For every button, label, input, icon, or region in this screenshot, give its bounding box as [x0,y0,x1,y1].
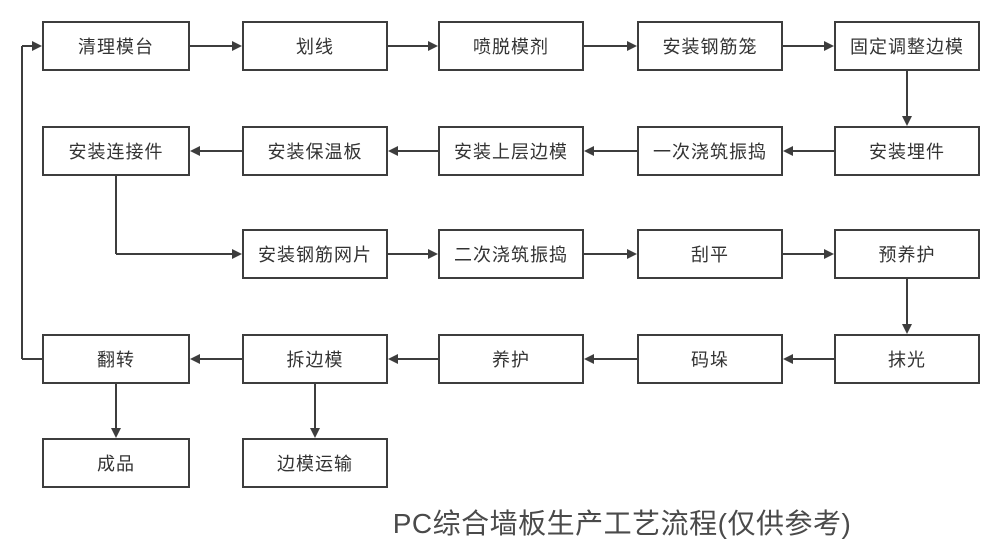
edge-connector-to-mesh-line [116,253,240,255]
edge-firstpour-to-upper-line [593,150,637,152]
edge-flip-loop-to-clean-line [21,46,23,359]
edge-clean-to-marking-arrowhead-icon [232,41,242,51]
edge-remove-to-flip-arrowhead-icon [190,354,200,364]
edge-precure-to-trowel-arrowhead-icon [902,324,912,334]
flow-node-first-pour-vibrate: 一次浇筑振捣 [637,126,783,176]
flow-node-install-connectors: 安装连接件 [42,126,190,176]
edge-mesh-to-secondpour-line [388,253,436,255]
edge-mesh-to-secondpour-arrowhead-icon [428,249,438,259]
flow-node-curing: 养护 [438,334,584,384]
edge-marking-to-spray-line [388,45,436,47]
edge-connector-to-mesh-line [115,176,117,254]
edge-firstpour-to-upper-arrowhead-icon [584,146,594,156]
diagram-title: PC综合墙板生产工艺流程(仅供参考) [392,508,852,539]
edge-flip-loop-to-clean-arrowhead-icon [32,41,42,51]
edge-cage-to-fix-line [783,45,832,47]
flow-node-remove-side-mold: 拆边模 [242,334,388,384]
flow-node-install-insulation-board: 安装保温板 [242,126,388,176]
edge-fix-to-embed-arrowhead-icon [902,116,912,126]
edge-remove-to-flip-line [199,358,242,360]
edge-flip-loop-to-clean-line [22,45,33,47]
edge-embed-to-firstpour-line [792,150,834,152]
flow-node-finished-product: 成品 [42,438,190,488]
flow-node-second-pour-vibrate: 二次浇筑振捣 [438,229,584,279]
edge-spray-to-cage-line [584,45,635,47]
edge-marking-to-spray-arrowhead-icon [428,41,438,51]
edge-connector-to-mesh-arrowhead-icon [232,249,242,259]
edge-fix-to-embed-line [906,71,908,124]
flow-node-install-embedded-parts: 安装埋件 [834,126,980,176]
edge-cure-to-remove-line [397,358,438,360]
edge-flip-to-finished-arrowhead-icon [111,428,121,438]
edge-precure-to-trowel-line [906,279,908,332]
edge-clean-to-marking-line [190,45,240,47]
edge-insulation-to-connector-line [199,150,242,152]
flow-node-fix-adjust-side-mold: 固定调整边模 [834,21,980,71]
flow-node-side-mold-transport: 边模运输 [242,438,388,488]
flow-node-install-upper-side-mold: 安装上层边模 [438,126,584,176]
flow-node-trowelling: 抹光 [834,334,980,384]
flow-node-marking: 划线 [242,21,388,71]
edge-stack-to-cure-arrowhead-icon [584,354,594,364]
flow-node-stacking: 码垛 [637,334,783,384]
flow-node-install-rebar-mesh: 安装钢筋网片 [242,229,388,279]
edge-flip-to-finished-line [115,384,117,436]
edge-spray-to-cage-arrowhead-icon [627,41,637,51]
edge-trowel-to-stack-line [792,358,834,360]
edge-remove-to-transport-line [314,384,316,436]
flow-node-spray-release-agent: 喷脱模剂 [438,21,584,71]
edge-screed-to-precure-arrowhead-icon [824,249,834,259]
flow-node-clean-mold-table: 清理模台 [42,21,190,71]
edge-insulation-to-connector-arrowhead-icon [190,146,200,156]
flow-node-pre-curing: 预养护 [834,229,980,279]
edge-upper-to-insulation-line [397,150,438,152]
edge-secondpour-to-screed-arrowhead-icon [627,249,637,259]
edge-cage-to-fix-arrowhead-icon [824,41,834,51]
flow-node-flipping: 翻转 [42,334,190,384]
edge-remove-to-transport-arrowhead-icon [310,428,320,438]
edge-stack-to-cure-line [593,358,637,360]
flow-node-install-rebar-cage: 安装钢筋笼 [637,21,783,71]
edge-flip-loop-to-clean-line [22,358,42,360]
flow-node-screeding: 刮平 [637,229,783,279]
edge-secondpour-to-screed-line [584,253,635,255]
edge-embed-to-firstpour-arrowhead-icon [783,146,793,156]
edge-cure-to-remove-arrowhead-icon [388,354,398,364]
edge-screed-to-precure-line [783,253,832,255]
edge-upper-to-insulation-arrowhead-icon [388,146,398,156]
edge-trowel-to-stack-arrowhead-icon [783,354,793,364]
